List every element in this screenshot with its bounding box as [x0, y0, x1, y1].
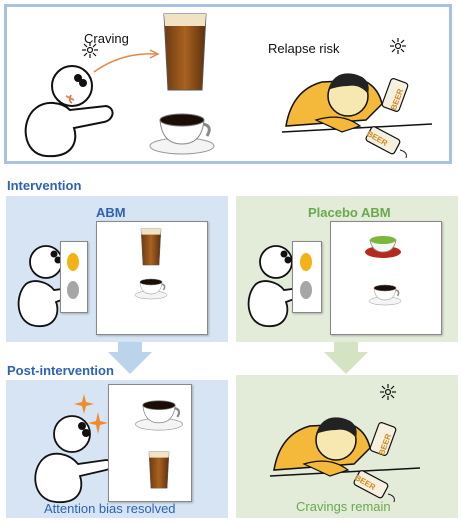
relapse-label: Relapse risk — [268, 41, 340, 56]
placebo-probe-card — [292, 241, 322, 313]
craving-figure — [24, 65, 114, 158]
resolved-screen — [108, 384, 192, 502]
beer-glass-image — [163, 13, 207, 91]
placebo-title: Placebo ABM — [308, 205, 391, 220]
coffee-cup-image — [135, 400, 183, 431]
sparkle-icon — [380, 384, 396, 400]
attention-caption: Attention bias resolved — [44, 501, 176, 516]
green-down-arrow — [324, 342, 368, 374]
blue-down-arrow — [108, 342, 152, 374]
relapse-figure — [281, 73, 433, 159]
craving-arrow — [93, 49, 160, 73]
abm-probe-card — [60, 241, 88, 313]
placebo-subject-figure — [247, 245, 307, 327]
abm-screen — [96, 221, 208, 335]
orange-dot-icon — [300, 253, 312, 271]
sparkle-icon — [74, 394, 108, 434]
cravings-caption: Cravings remain — [296, 499, 391, 514]
sparkle-icon — [390, 38, 406, 54]
relapse-figure — [269, 417, 421, 503]
green-tea-image — [365, 236, 401, 258]
abm-title: ABM — [96, 205, 126, 220]
coffee-cup-image — [149, 113, 215, 155]
section-post-intervention: Post-intervention — [7, 363, 114, 378]
resolved-subject-figure — [34, 415, 113, 503]
beer-glass-image — [148, 451, 170, 489]
gray-dot-icon — [67, 281, 79, 299]
coffee-cup-image — [368, 284, 402, 306]
beer-glass-image — [140, 228, 162, 266]
gray-dot-icon — [300, 281, 312, 299]
sparkle-icon — [82, 42, 98, 58]
coffee-cup-image — [134, 278, 168, 300]
craving-label: Craving — [84, 31, 129, 46]
section-intervention: Intervention — [7, 178, 82, 193]
orange-dot-icon — [67, 253, 79, 271]
